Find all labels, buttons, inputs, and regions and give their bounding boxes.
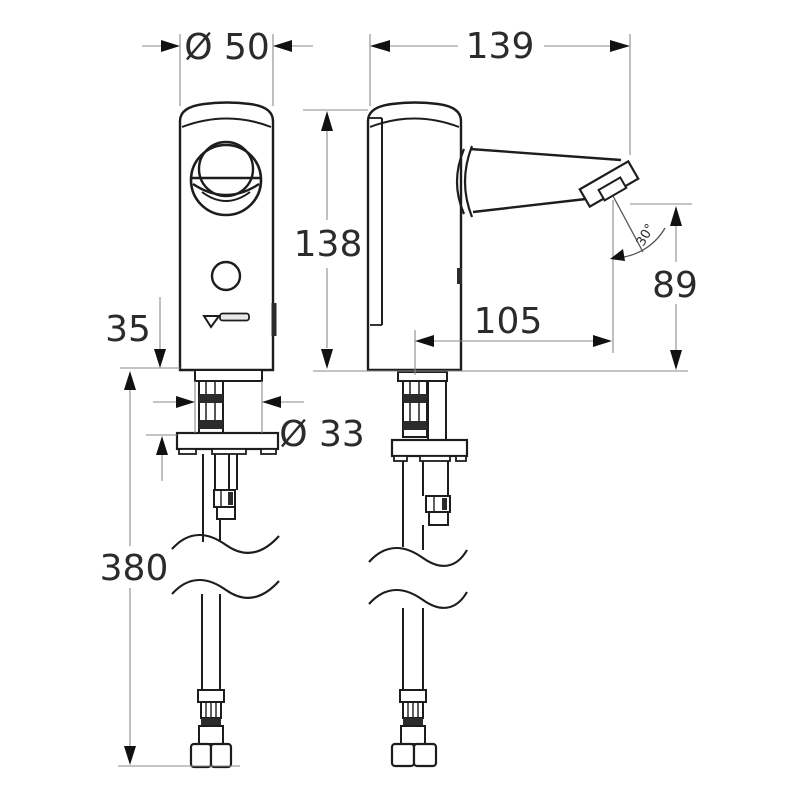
spout-top-edge [469, 147, 622, 162]
arrowhead [321, 349, 333, 369]
dim-label-outlet-angle: 30° [634, 222, 659, 249]
dim-label-hose-length: 380 [100, 548, 169, 589]
spout-bottom-edge [472, 197, 587, 214]
dim-label-body-diameter: Ø 50 [184, 27, 270, 68]
side-fitting-tip [428, 511, 449, 526]
logo-bar-icon [219, 312, 250, 322]
front-shank-band [199, 394, 223, 403]
front-fitting-tip [216, 506, 236, 520]
dim-label-outlet-height: 89 [652, 265, 698, 306]
side-riser-pipe [427, 380, 447, 441]
front-flange [175, 431, 280, 451]
break-wave [368, 589, 468, 609]
side-edge-notch [457, 268, 462, 284]
front-hose-nut [209, 742, 233, 769]
side-hose-nut [390, 742, 416, 768]
arrowhead [670, 350, 682, 370]
break-wave [171, 579, 280, 599]
break-wave [368, 547, 468, 567]
side-spout [455, 145, 640, 218]
front-hose-nut [189, 742, 213, 769]
arrowhead [156, 436, 168, 455]
dim-body-diameter: Ø 50 [142, 27, 313, 106]
dim-outlet-height: 89 [630, 203, 698, 370]
arrowhead [124, 371, 136, 390]
side-hose-nut [412, 742, 438, 768]
dim-body-height: 138 [294, 109, 688, 372]
side-cap-seam [369, 117, 460, 128]
dim-label-hole-diameter: Ø 33 [279, 414, 365, 455]
side-supply-tubes [402, 461, 451, 550]
dim-hose-length: 380 [100, 371, 240, 767]
side-body-outline [366, 101, 463, 372]
front-aerator-arc-2 [201, 191, 251, 202]
front-aerator-arc [192, 183, 260, 197]
dim-hole-diameter: Ø 33 [153, 381, 365, 455]
dim-label-spout-reach: 105 [474, 301, 543, 342]
arrowhead [370, 40, 390, 52]
side-plinth [397, 371, 448, 382]
front-spout-circle [189, 143, 263, 217]
front-supply-tubes [202, 454, 238, 542]
arrowhead [415, 335, 434, 347]
arrowhead [610, 40, 630, 52]
side-flange [390, 438, 469, 458]
dim-label-total-depth: 139 [466, 26, 535, 67]
arrowhead [670, 206, 682, 226]
arrowhead [154, 349, 166, 368]
front-plinth [194, 369, 263, 382]
spout-outlet-aerator [578, 159, 640, 209]
arrowhead [124, 746, 136, 765]
dim-spout-reach: 105 [414, 301, 612, 375]
spout-root-arc [463, 145, 474, 218]
break-wave [171, 534, 280, 554]
arrowhead [593, 335, 612, 347]
arrowhead [161, 40, 180, 52]
sensor-window [210, 260, 242, 292]
front-hose-lower [189, 594, 233, 769]
front-side-notch [271, 303, 277, 336]
arrowhead [273, 40, 292, 52]
front-view [171, 101, 280, 769]
arrowhead [176, 396, 195, 408]
dim-label-body-height: 138 [294, 224, 363, 265]
side-hose-lower [390, 608, 438, 768]
side-view [366, 101, 640, 768]
dim-label-base-offset: 35 [105, 309, 151, 350]
dim-total-depth: 139 [369, 26, 631, 155]
arrowhead [262, 396, 281, 408]
logo-triangle-icon [202, 315, 221, 329]
front-cap-seam [181, 117, 272, 128]
front-body-outline [178, 101, 275, 372]
spout-root-arc [455, 148, 466, 215]
dim-base-offset: 35 [105, 297, 180, 481]
front-shank-band-2 [199, 420, 223, 429]
arrowhead [321, 111, 333, 131]
dim-outlet-angle: 30° [610, 195, 666, 353]
arrowhead [610, 249, 625, 261]
